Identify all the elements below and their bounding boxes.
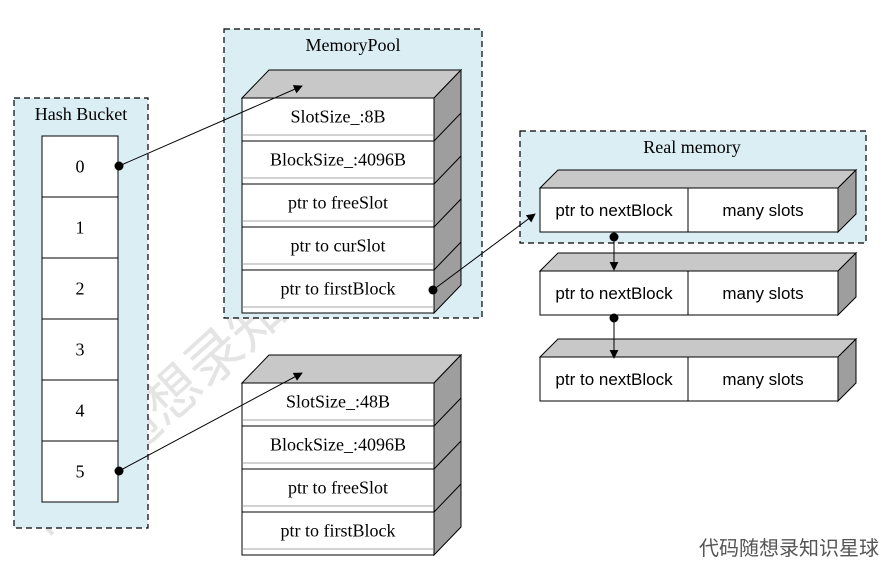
pool-field-row <box>241 226 435 271</box>
hash-bucket-title: Hash Bucket <box>35 104 127 124</box>
pool-field-row <box>241 425 435 470</box>
pool-field-label: ptr to freeSlot <box>288 478 388 498</box>
hash-bucket-slot <box>41 440 119 503</box>
first-block-to-memory-arrow <box>432 213 536 291</box>
memory-block-ptr-cell <box>539 187 689 233</box>
memory-block-slots-label: many slots <box>722 370 803 389</box>
hash-bucket-slots: 0 1 2 3 4 5 <box>41 135 119 503</box>
memory-block-ptr-cell <box>539 356 689 402</box>
hash-bucket-slot-label: 5 <box>76 462 85 482</box>
pointer-arrows <box>114 85 619 476</box>
block-side-separator <box>433 397 462 427</box>
block-side-face <box>433 68 462 315</box>
hash-bucket-slot-label: 3 <box>76 340 85 360</box>
memory-block-top-face <box>538 252 858 272</box>
watermark-caption: 代码随想录知识星球 <box>699 536 879 560</box>
pool-field-row <box>241 269 435 314</box>
block-side-separator <box>433 112 462 142</box>
pool-field-row <box>241 382 435 427</box>
block-side-separator <box>433 440 462 470</box>
pool-field-row <box>241 183 435 228</box>
block-top-face <box>240 354 463 384</box>
pool-field-label: SlotSize_:48B <box>286 392 390 412</box>
memory-block-slots-cell <box>687 270 839 316</box>
block-side-separator <box>433 155 462 185</box>
memory-block-ptr-label: ptr to nextBlock <box>555 284 673 303</box>
memory-block-slots-label: many slots <box>722 284 803 303</box>
pool-field-label: ptr to firstBlock <box>281 521 396 541</box>
pool-field-row <box>241 97 435 142</box>
hash-bucket-slot <box>41 196 119 259</box>
real-memory-title: Real memory <box>643 137 740 157</box>
memory-block-slots-cell <box>687 356 839 402</box>
real-memory-blocks: ptr to nextBlock many slots ptr to nextBlo… <box>538 168 858 403</box>
pool-field-label: BlockSize_:4096B <box>270 435 406 455</box>
pool-field-label: BlockSize_:4096B <box>270 150 406 170</box>
memory-block-top-face <box>538 338 858 358</box>
hash-bucket-slot-label: 0 <box>76 157 85 177</box>
block-side-separator <box>433 198 462 228</box>
hash-bucket-slot-label: 4 <box>76 401 85 421</box>
memory-block-slots-label: many slots <box>722 201 803 220</box>
memory-block-ptr-label: ptr to nextBlock <box>555 370 673 389</box>
hash-bucket: Hash Bucket 0 1 2 3 4 5 <box>13 97 149 529</box>
memory-block-ptr-label: ptr to nextBlock <box>555 201 673 220</box>
bucket-5-to-pool-arrow <box>118 372 303 472</box>
bucket-0-to-pool-arrow <box>118 85 303 167</box>
hash-bucket-slot <box>41 318 119 381</box>
pool-field-label: ptr to freeSlot <box>288 193 388 213</box>
block-side-separator <box>433 483 462 513</box>
memory-pool-8b: MemoryPool SlotSize_:8B BlockSize_:4096Bp… <box>223 28 483 319</box>
pool-field-label: SlotSize_:8B <box>290 107 385 127</box>
pool-field-label: ptr to firstBlock <box>281 279 396 299</box>
pool-field-row <box>241 511 435 556</box>
block-side-separator <box>433 241 462 271</box>
pool-field-row <box>241 468 435 513</box>
pool-field-label: ptr to curSlot <box>291 236 386 256</box>
block-top-face <box>240 69 463 99</box>
hash-bucket-slot-label: 1 <box>76 218 85 238</box>
memory-block-top-face <box>538 169 858 189</box>
hash-bucket-slot-label: 2 <box>76 279 85 299</box>
hash-bucket-slot <box>41 379 119 442</box>
memory-block-slots-cell <box>687 187 839 233</box>
memory-pool-title: MemoryPool <box>305 35 400 55</box>
